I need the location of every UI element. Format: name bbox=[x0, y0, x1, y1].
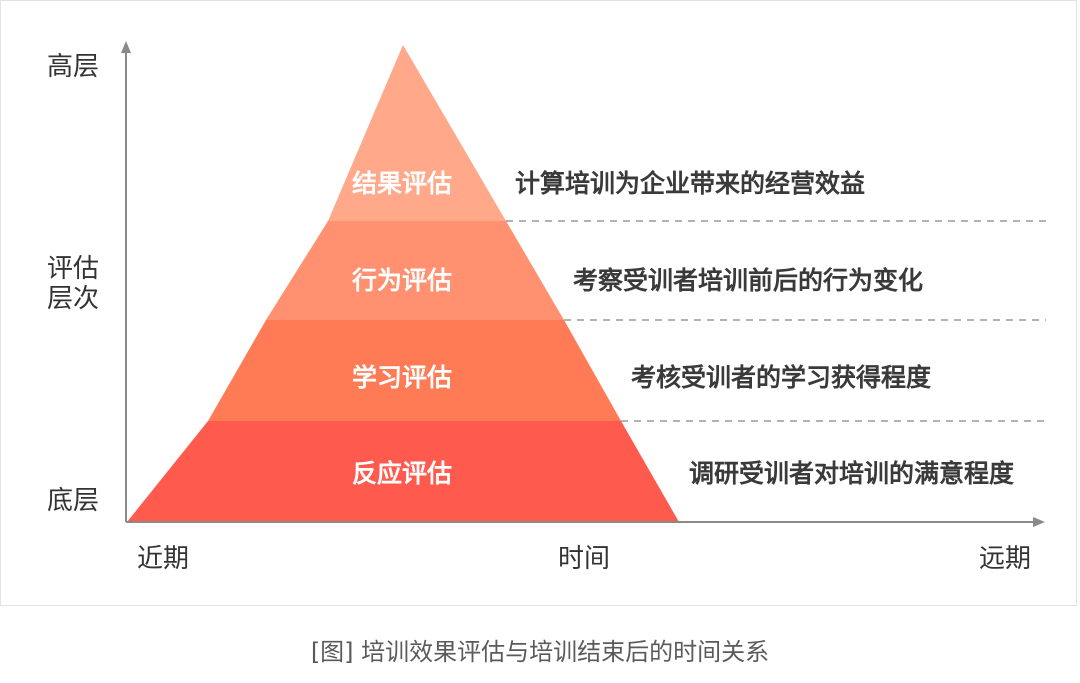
pyramid-diagram: 高层 评估 层次 底层 近期 时间 远期 结果评估 行为评估 学习评估 反应评估… bbox=[47, 41, 1046, 574]
level-desc-reaction: 调研受训者对培训的满意程度 bbox=[689, 459, 1014, 488]
y-axis-arrow bbox=[121, 41, 131, 53]
band-result bbox=[328, 45, 506, 221]
y-axis-middle-label-1: 评估 bbox=[47, 254, 99, 284]
x-axis-left-label: 近期 bbox=[137, 544, 189, 574]
level-desc-result: 计算培训为企业带来的经营效益 bbox=[515, 169, 865, 198]
y-axis-top-label: 高层 bbox=[47, 52, 99, 82]
band-behavior bbox=[266, 221, 564, 320]
x-axis-right-label: 远期 bbox=[979, 544, 1031, 574]
figure-caption: [图] 培训效果评估与培训结束后的时间关系 bbox=[310, 638, 770, 666]
diagram-frame: 高层 评估 层次 底层 近期 时间 远期 结果评估 行为评估 学习评估 反应评估… bbox=[0, 0, 1077, 606]
band-reaction bbox=[127, 421, 679, 522]
x-axis-arrow bbox=[1033, 517, 1045, 527]
level-name-result: 结果评估 bbox=[352, 169, 452, 198]
band-learning bbox=[208, 320, 621, 421]
level-desc-behavior: 考察受训者培训前后的行为变化 bbox=[573, 266, 923, 295]
level-name-learning: 学习评估 bbox=[352, 363, 452, 392]
y-axis-middle-label-2: 层次 bbox=[47, 284, 99, 314]
level-name-reaction: 反应评估 bbox=[352, 459, 452, 488]
level-desc-learning: 考核受训者的学习获得程度 bbox=[631, 363, 931, 392]
x-axis-middle-label: 时间 bbox=[558, 544, 610, 574]
level-name-behavior: 行为评估 bbox=[351, 266, 452, 295]
y-axis-bottom-label: 底层 bbox=[47, 486, 99, 516]
